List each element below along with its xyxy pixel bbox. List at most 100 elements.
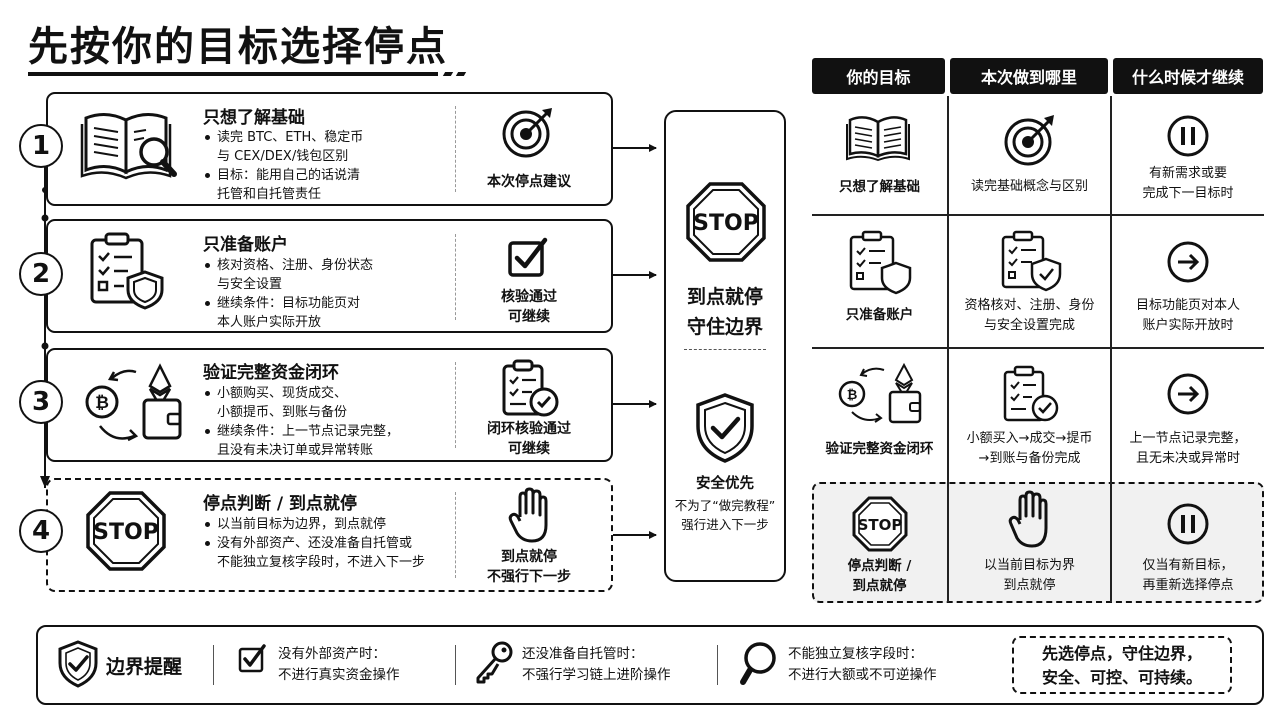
- checkbox-icon: [508, 237, 548, 277]
- stop-sign-text: STOP: [693, 211, 759, 236]
- table-grid-line: [812, 214, 1264, 216]
- table-cell-line: 资格核对、注册、身份: [964, 298, 1095, 313]
- step-bullet: 目标：能用自己的话说清: [203, 166, 363, 185]
- table-grid-line: [1110, 96, 1112, 602]
- step-title-2: 只准备账户: [203, 235, 288, 255]
- center-divider: [684, 349, 766, 350]
- step-bullet: 小额购买、现货成交、: [203, 384, 399, 403]
- clipboard-shield-icon: [90, 232, 164, 310]
- checkbox-icon: [238, 644, 266, 673]
- step-number-1: 1: [19, 124, 63, 168]
- table-cell-continue: 上一节点记录完整， 且无未决或异常时: [1112, 429, 1264, 469]
- stop-sign-text: STOP: [93, 520, 159, 545]
- table-cell-line: 目标功能页对本人: [1135, 298, 1240, 313]
- stop-sign-text: STOP: [858, 516, 903, 534]
- arrow-right-icon: [1167, 373, 1209, 415]
- svg-text:₿: ₿: [847, 388, 858, 403]
- table-cell-line: 与安全设置完成: [983, 318, 1075, 333]
- footer-item-3: 不能独立复核字段时： 不进行大额或不可逆操作: [788, 644, 937, 686]
- step-action-line: 本次停点建议: [487, 174, 571, 190]
- step-action-line: 可继续: [508, 441, 550, 457]
- step-bullet-cont: 且没有未决订单或异常转账: [217, 443, 374, 458]
- slogan-box: 先选停点，守住边界， 安全、可控、可持续。: [1012, 636, 1232, 694]
- arrow-right-icon: [1167, 241, 1209, 283]
- footer-title: 边界提醒: [106, 656, 183, 678]
- table-cell-goal: 只想了解基础: [839, 179, 920, 195]
- step-bullet-cont: 托管和自托管责任: [217, 187, 322, 202]
- clipboard-shield-icon: [849, 230, 912, 295]
- safety-line: 强行进入下一步: [681, 517, 769, 532]
- step-bullet: 核对资格、注册、身份状态: [203, 256, 373, 275]
- step-action-4: 到点就停 不强行下一步: [470, 547, 588, 587]
- card-divider: [455, 106, 456, 192]
- step-title-3: 验证完整资金闭环: [203, 363, 339, 383]
- step-title-4: 停点判断 / 到点就停: [203, 494, 358, 514]
- magnifier-icon: [740, 642, 776, 685]
- center-panel: [664, 110, 786, 582]
- table-cell-line: 到点就停: [1003, 578, 1056, 593]
- step-action-line: 可继续: [508, 309, 550, 325]
- table-header: 你的目标: [812, 58, 945, 94]
- footer-item-1: 没有外部资产时： 不进行真实资金操作: [278, 644, 400, 686]
- safety-lines: 不为了“做完教程” 强行进入下一步: [664, 496, 786, 534]
- step-action-line: 到点就停: [501, 549, 557, 565]
- footer-item-line: 不进行真实资金操作: [278, 667, 400, 683]
- title-underline: [28, 72, 438, 76]
- table-cell-line: 再重新选择停点: [1142, 578, 1234, 593]
- clipboard-check-icon: [1003, 365, 1059, 422]
- step-action-line: 闭环核验通过: [487, 421, 571, 437]
- footer-item-line: 不进行大额或不可逆操作: [788, 667, 937, 683]
- table-cell-goal: 停点判断 / 到点就停: [812, 556, 947, 596]
- table-grid-line: [812, 347, 1264, 349]
- btc-eth-wallet-loop-icon: ₿: [838, 362, 922, 424]
- target-icon: [502, 108, 552, 158]
- step-action-line: 核验通过: [501, 289, 557, 305]
- stop-sign-icon: STOP: [686, 182, 766, 262]
- step-bullets-4: 以当前目标为边界，到点就停 没有外部资产、还没准备自托管或 不能独立复核字段时，…: [203, 515, 425, 572]
- table-cell-continue: 仅当有新目标， 再重新选择停点: [1112, 556, 1264, 596]
- pause-icon: [1167, 503, 1209, 545]
- footer-separator: [717, 645, 718, 685]
- stop-sign-icon: STOP: [86, 491, 166, 571]
- step-bullet-cont: 与 CEX/DEX/钱包区别: [217, 149, 349, 164]
- table-cell-goal: 只准备账户: [845, 307, 914, 323]
- step-bullet: 没有外部资产、还没准备自托管或: [203, 534, 425, 553]
- clipboard-check-icon: [1001, 230, 1062, 292]
- table-cell-continue: 有新需求或要 完成下一目标时: [1112, 164, 1264, 204]
- table-cell-reach: 读完基础概念与区别: [970, 179, 1088, 194]
- pause-icon: [1167, 115, 1209, 157]
- open-book-magnifier-icon: [80, 113, 177, 180]
- safety-title: 安全优先: [696, 476, 754, 492]
- step-action-2: 核验通过 可继续: [470, 287, 588, 327]
- table-cell-line: 小额买入→成交→提币: [966, 431, 1093, 446]
- step-bullet-cont: 与安全设置: [217, 277, 283, 292]
- center-line: 到点就停: [686, 286, 763, 308]
- step-bullets-1: 读完 BTC、ETH、稳定币 与 CEX/DEX/钱包区别 目标：能用自己的话说…: [203, 128, 363, 204]
- table-cell-line: 以当前目标为界: [983, 558, 1075, 573]
- step-number-4: 4: [19, 509, 63, 553]
- shield-check-icon: [696, 393, 754, 463]
- table-cell-reach: 以当前目标为界 到点就停: [949, 556, 1110, 596]
- table-cell-line: 停点判断 /: [847, 558, 912, 574]
- step-bullet: 以当前目标为边界，到点就停: [203, 515, 425, 534]
- table-cell-continue: 目标功能页对本人 账户实际开放时: [1112, 296, 1264, 336]
- step-bullet-cont: 本人账户实际开放: [217, 315, 322, 330]
- card-divider: [455, 492, 456, 578]
- open-book-icon: [846, 116, 910, 162]
- shield-check-icon: [58, 640, 98, 688]
- btc-eth-wallet-loop-icon: ₿: [85, 363, 182, 442]
- table-cell-goal: 验证完整资金闭环: [825, 441, 934, 457]
- table-cell-line: 完成下一目标时: [1142, 186, 1234, 201]
- step-bullet-cont: 小额提币、到账与备份: [217, 405, 348, 420]
- card-divider: [455, 362, 456, 448]
- table-cell-reach: 小额买入→成交→提币 →到账与备份完成: [949, 429, 1110, 469]
- page-title: 先按你的目标选择停点: [28, 24, 448, 70]
- target-icon: [1004, 115, 1054, 166]
- center-lines: 到点就停 守住边界: [664, 282, 786, 342]
- footer-panel: [36, 625, 1264, 705]
- footer-separator: [455, 645, 456, 685]
- step-bullet-cont: 不能独立复核字段时，不进入下一步: [217, 555, 426, 570]
- footer-item-line: 还没准备自托管时：: [522, 646, 644, 662]
- slogan-line: 先选停点，守住边界，: [1041, 644, 1202, 663]
